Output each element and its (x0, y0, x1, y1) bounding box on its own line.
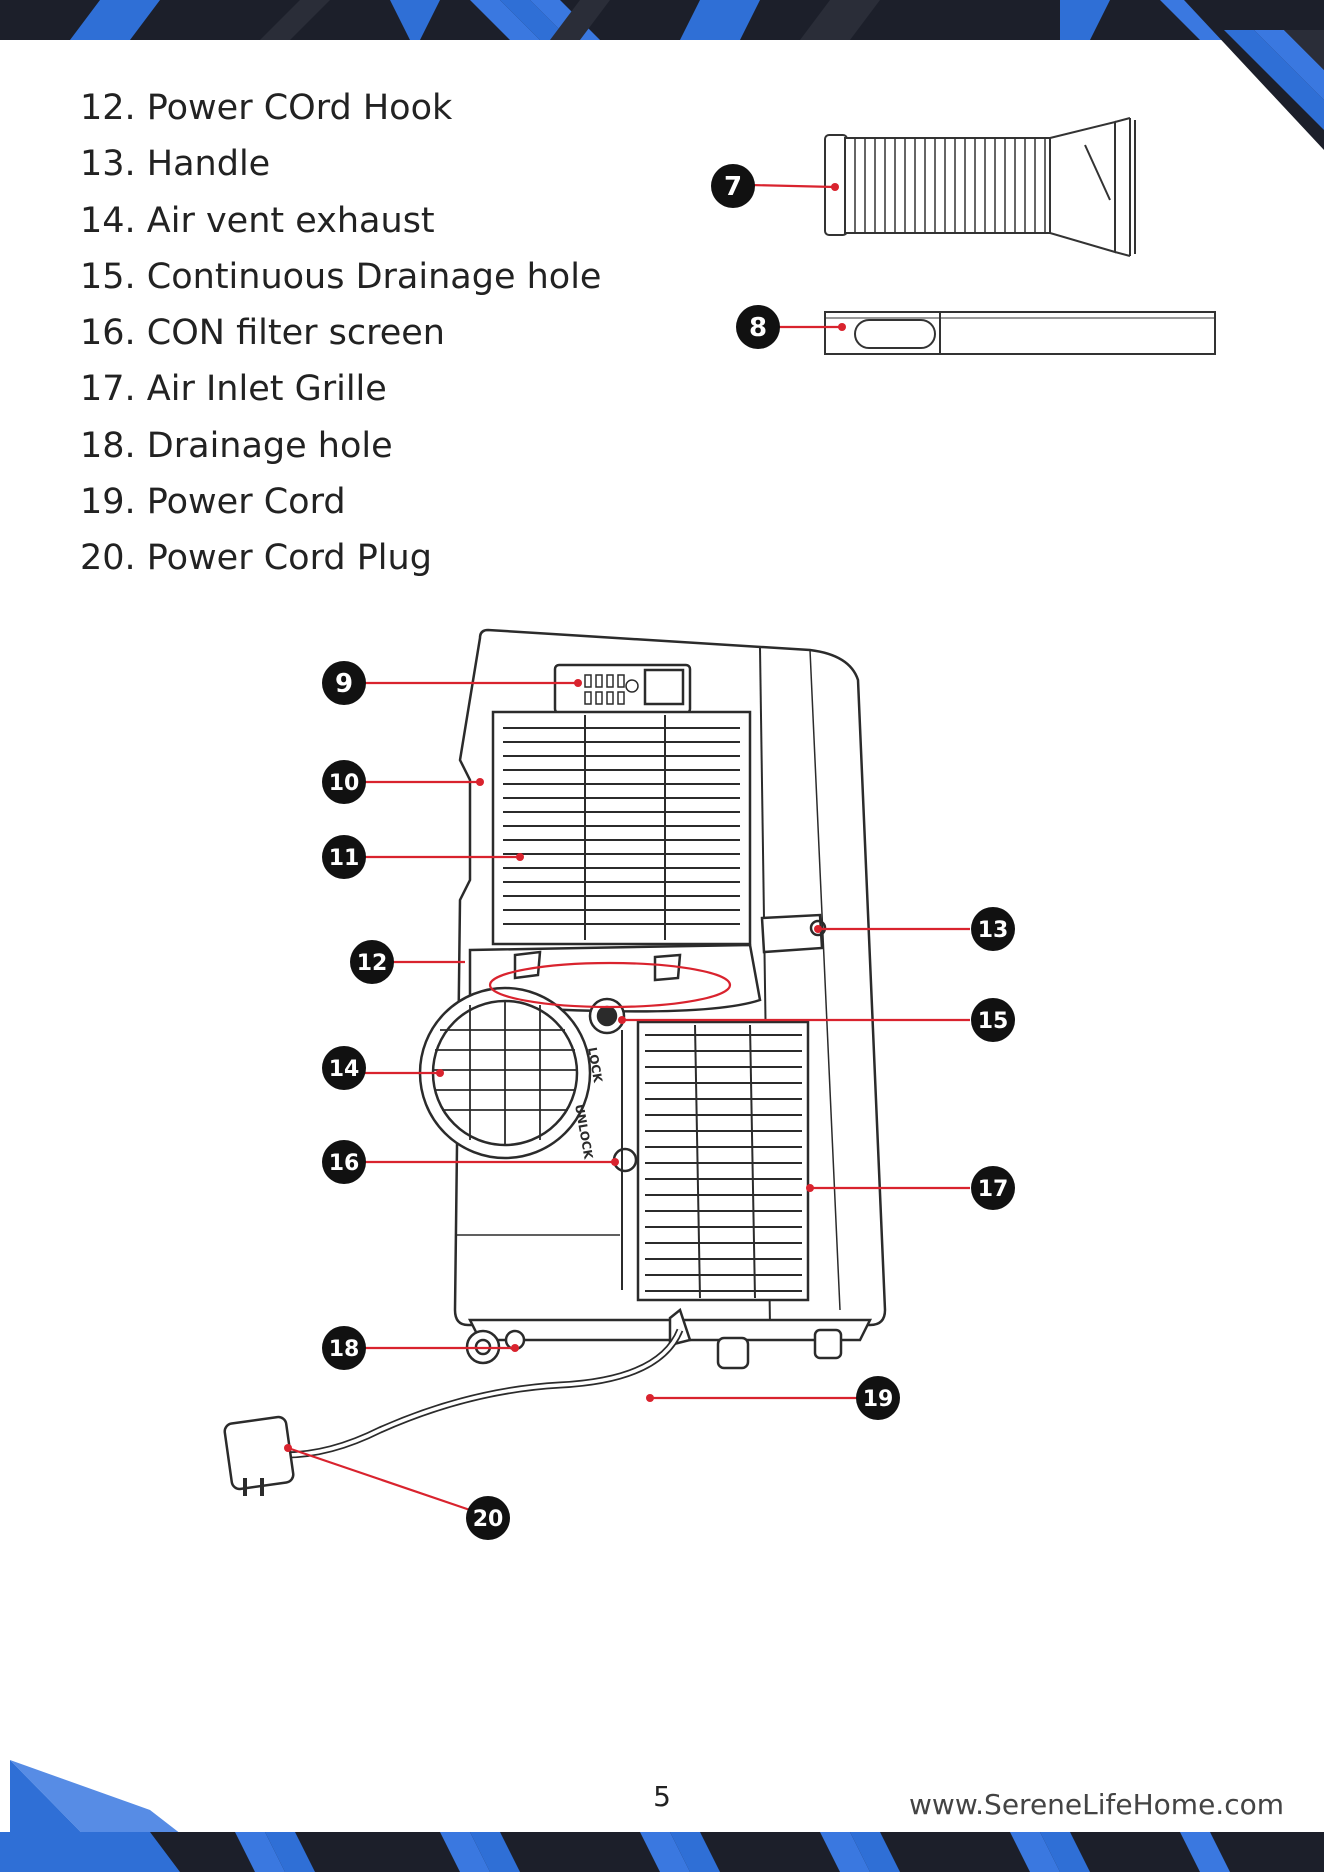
svg-text:18: 18 (329, 1337, 360, 1362)
svg-text:19: 19 (863, 1387, 894, 1412)
svg-text:12: 12 (357, 951, 388, 976)
svg-text:17: 17 (978, 1177, 1009, 1202)
callout-14: 14 (322, 1046, 366, 1090)
callout-17: 17 (971, 1166, 1015, 1210)
svg-text:7: 7 (724, 172, 742, 202)
website-url: www.SereneLifeHome.com (909, 1788, 1284, 1821)
window-slider-illustration (825, 312, 1215, 354)
svg-text:11: 11 (329, 846, 360, 871)
callout-11: 11 (322, 835, 366, 879)
bottom-decorative-band (0, 1832, 1324, 1872)
svg-text:15: 15 (978, 1009, 1009, 1034)
svg-text:14: 14 (329, 1057, 360, 1082)
callout-15: 15 (971, 998, 1015, 1042)
svg-text:13: 13 (978, 918, 1009, 943)
callout-7: 7 (711, 164, 755, 208)
callout-13: 13 (971, 907, 1015, 951)
callout-20: 20 (466, 1496, 510, 1540)
exhaust-hose-illustration (825, 118, 1135, 256)
callout-9: 9 (322, 661, 366, 705)
svg-text:8: 8 (749, 313, 767, 343)
svg-text:9: 9 (335, 669, 353, 699)
svg-text:20: 20 (473, 1507, 504, 1532)
callout-18: 18 (322, 1326, 366, 1370)
callout-8: 8 (736, 305, 780, 349)
svg-text:16: 16 (329, 1151, 360, 1176)
callout-19: 19 (856, 1376, 900, 1420)
callout-12: 12 (350, 940, 394, 984)
page-number: 5 (640, 1780, 684, 1813)
svg-text:10: 10 (329, 771, 360, 796)
callout-10: 10 (322, 760, 366, 804)
parts-diagram: LOCK UNLOCK 7 8 9 (0, 0, 1324, 1740)
callout-16: 16 (322, 1140, 366, 1184)
